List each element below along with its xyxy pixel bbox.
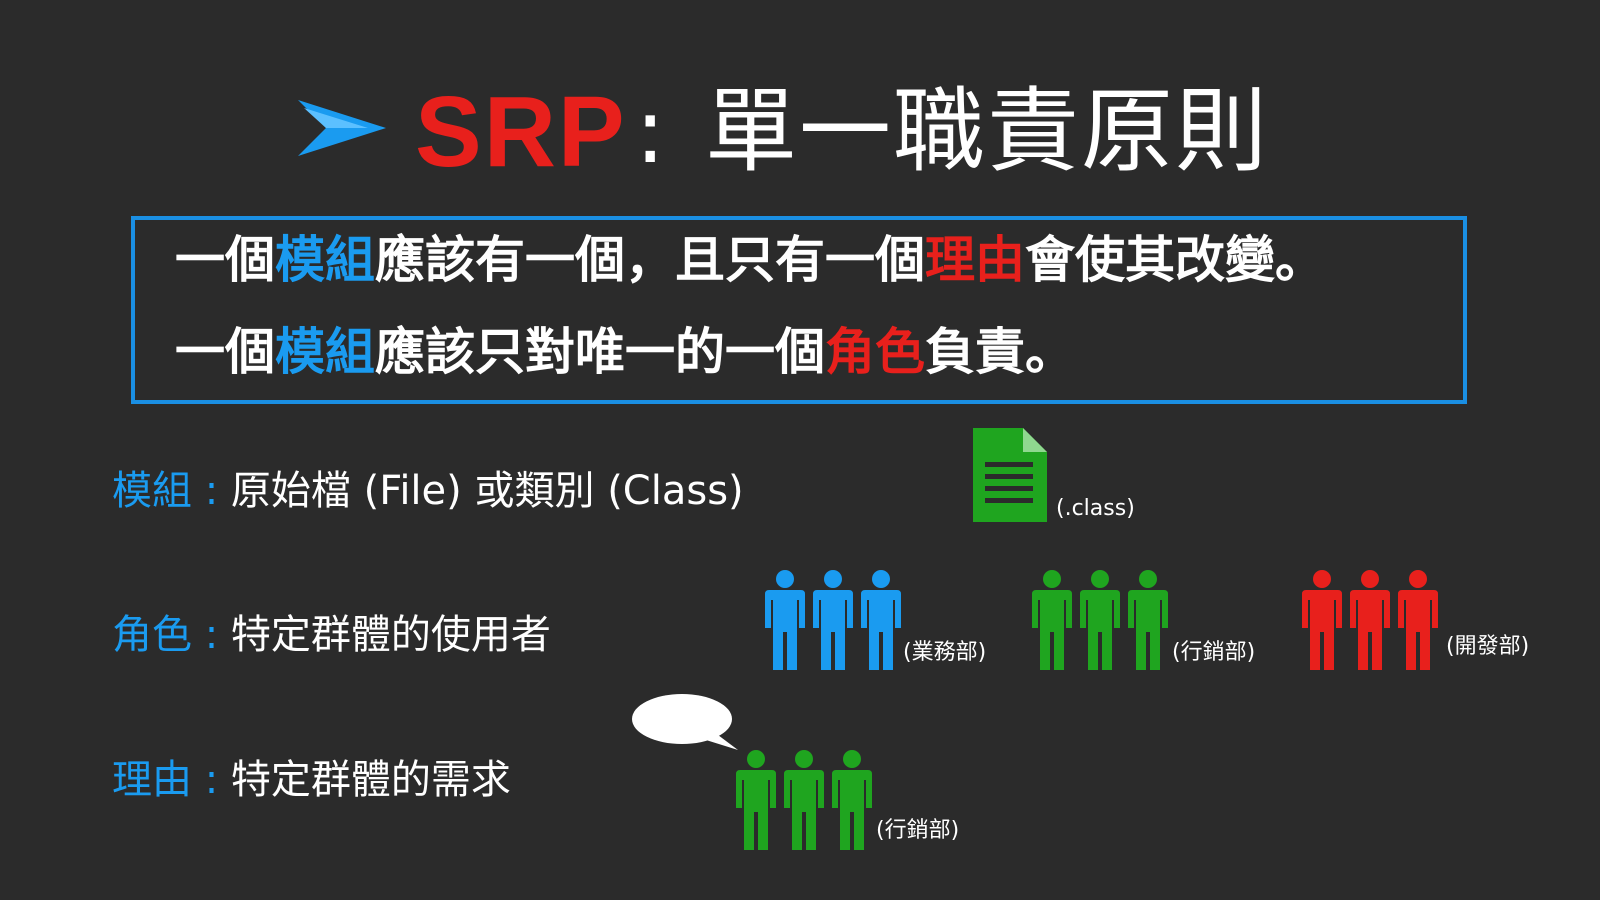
def1-part-c: 應該有一個，且只有一個 [375,231,925,289]
file-label: (.class) [1056,496,1135,521]
term-role-key: 角色 [112,612,192,658]
term-reason: 理由 : 特定群體的需求 [112,755,511,805]
term-role-desc: 特定群體的使用者 [230,612,551,658]
definition-line-2: 一個模組應該只對唯一的一個角色負責。 [175,322,1075,382]
term-module-desc: 原始檔 (File) 或類別 (Class) [230,468,744,514]
person-group-icon [765,570,901,670]
title-text: 單一職責原則 [705,78,1270,185]
group-label-dev: (開發部) [1446,634,1530,659]
term-module: 模組 : 原始檔 (File) 或類別 (Class) [112,466,744,516]
group-label-business: (業務部) [903,640,987,665]
term-reason-key: 理由 [112,757,192,803]
term-role-sep: : [192,612,231,658]
term-reason-sep: : [192,757,231,803]
def1-reason: 理由 [925,231,1025,289]
person-group-icon [1302,570,1438,670]
definition-line-1: 一個模組應該有一個，且只有一個理由會使其改變。 [175,230,1325,290]
def2-part-a: 一個 [175,323,275,381]
group-label-reason: (行銷部) [876,818,960,843]
term-role: 角色 : 特定群體的使用者 [112,610,551,660]
title-srp: SRP [415,76,627,188]
page-title: SRP : 單一職責原則 [0,70,1600,190]
definition-box: 一個模組應該有一個，且只有一個理由會使其改變。 一個模組應該只對唯一的一個角色負… [131,216,1467,404]
person-group-icon [736,750,872,850]
def2-module: 模組 [275,323,375,381]
paper-plane-arrow-icon [298,100,386,156]
person-group-icon [1032,570,1168,670]
title-colon: : [635,79,666,184]
speech-bubble-icon [632,694,738,750]
document-icon [973,428,1047,522]
term-module-sep: : [192,468,231,514]
def1-part-e: 會使其改變。 [1025,231,1325,289]
def2-role: 角色 [825,323,925,381]
term-module-key: 模組 [112,468,192,514]
def2-part-e: 負責。 [925,323,1075,381]
group-label-marketing: (行銷部) [1172,640,1256,665]
def1-part-a: 一個 [175,231,275,289]
def1-module: 模組 [275,231,375,289]
term-reason-desc: 特定群體的需求 [230,757,511,803]
def2-part-c: 應該只對唯一的一個 [375,323,825,381]
